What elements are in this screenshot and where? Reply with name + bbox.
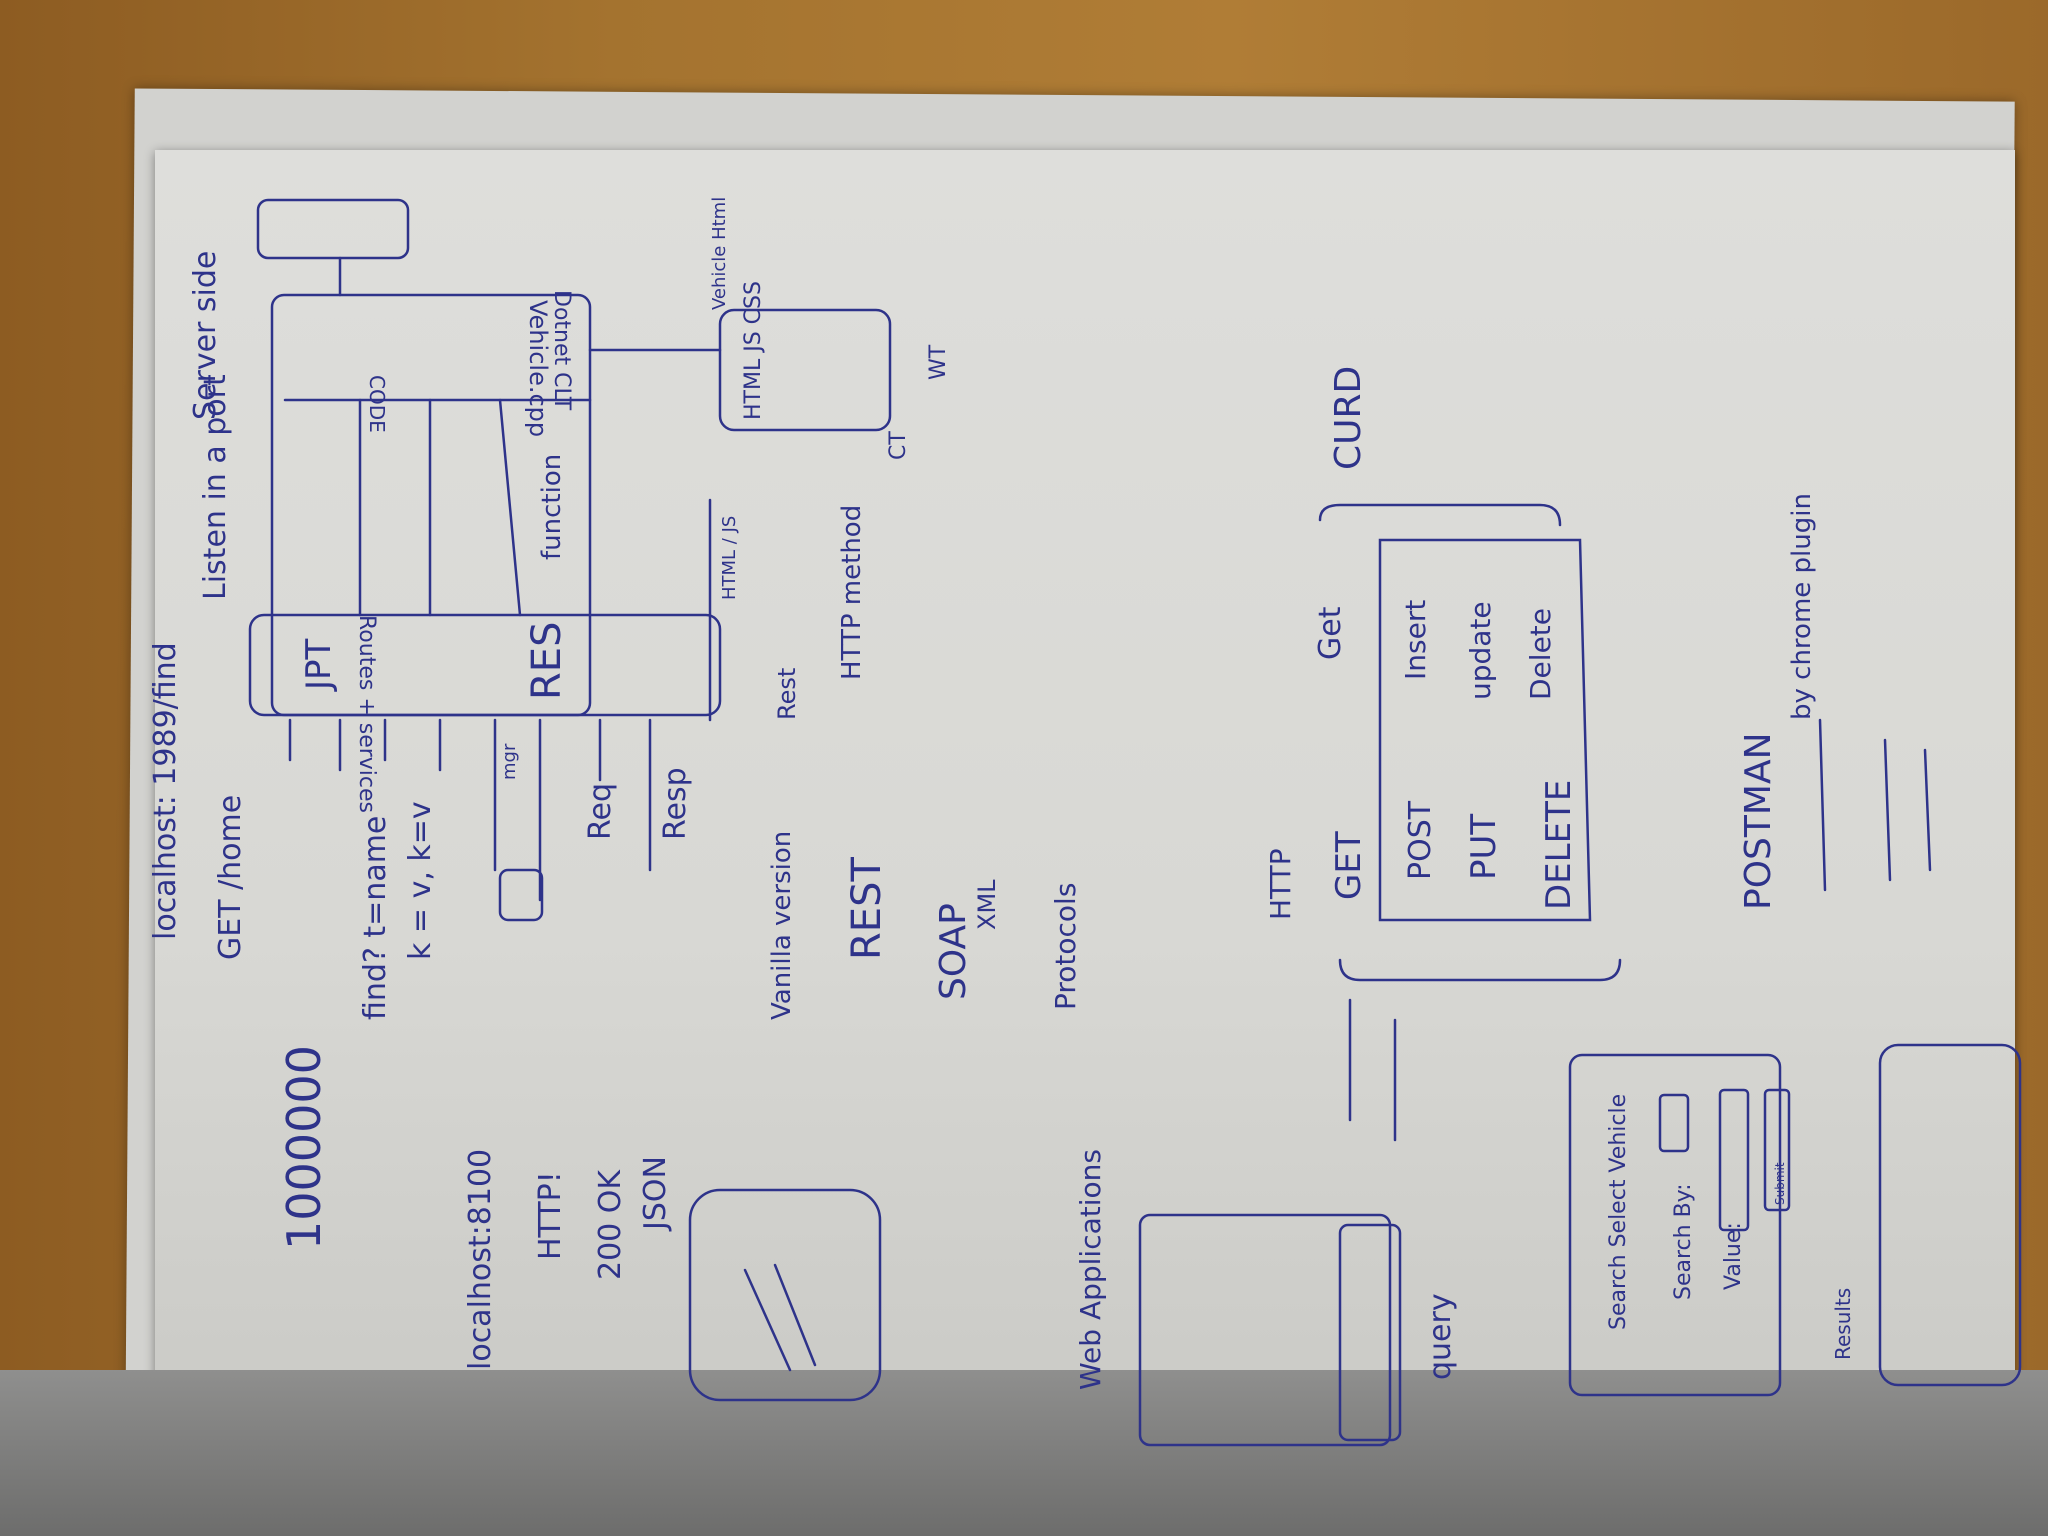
note-update: update — [1464, 601, 1497, 700]
note-vanilla: Vanilla version — [767, 831, 797, 1020]
client-box-shape — [256, 198, 410, 260]
note-http-2: HTTP — [1264, 848, 1297, 920]
note-find-query: find? t=name — [358, 816, 393, 1020]
note-200-ok: 200 OK — [593, 1169, 628, 1280]
note-function: function — [537, 454, 567, 560]
routes-box-shape — [248, 613, 722, 717]
note-web-apps: Web Applications — [1074, 1149, 1107, 1390]
foreground-shadow — [0, 1370, 2048, 1536]
note-search-title: Search Select Vehicle — [1606, 1094, 1631, 1330]
screen-sketch-shape — [688, 1188, 882, 1402]
note-mgr: mgr — [499, 743, 520, 780]
note-put: PUT — [1464, 814, 1504, 880]
note-json: JSON — [638, 1156, 673, 1232]
note-curd: CURD — [1328, 366, 1369, 470]
note-browser-label: Vehicle Html — [709, 197, 730, 310]
note-get: GET — [1329, 831, 1369, 900]
note-xml: XML — [973, 879, 1001, 930]
note-delete: DELETE — [1539, 780, 1579, 910]
results-mock-shape — [1878, 1043, 2022, 1387]
note-results: Results — [1831, 1288, 1855, 1360]
browser-box-shape — [718, 308, 892, 432]
note-localhost: localhost:8100 — [463, 1149, 498, 1370]
note-million: 1000000 — [277, 1045, 331, 1250]
paper-sheet — [155, 150, 2015, 1460]
note-protocols: Protocols — [1049, 883, 1082, 1010]
note-value: Value: — [1721, 1222, 1746, 1290]
note-dotnet: Dotnet CLT — [549, 290, 574, 411]
note-html-js-css: HTML JS CSS — [741, 281, 766, 420]
note-soap: SOAP — [933, 903, 974, 1000]
note-routes: Routes + services — [354, 615, 379, 813]
webapp-mock-left-shape — [1138, 1213, 1392, 1447]
note-req: Req — [583, 783, 618, 840]
note-rest: REST — [844, 857, 890, 960]
search-mock-shape — [1568, 1053, 1782, 1397]
note-delete-r: Delete — [1524, 608, 1557, 700]
note-wt: WT — [926, 344, 951, 380]
note-key-value: k = v, k=v — [403, 801, 438, 960]
note-res: RES — [524, 622, 570, 700]
note-resp: Resp — [658, 767, 693, 840]
note-insert: Insert — [1399, 600, 1432, 680]
note-get-home: GET /home — [213, 795, 248, 960]
note-ct: CT — [886, 431, 911, 460]
note-query: query — [1423, 1293, 1458, 1380]
note-search-by: Search By: — [1671, 1184, 1696, 1301]
note-get-r: Get — [1313, 606, 1348, 660]
note-jpt: JPT — [299, 638, 339, 692]
note-postman: POSTMAN — [1738, 732, 1779, 910]
note-code: CODE — [365, 375, 389, 433]
note-top-url: localhost: 1989/find — [148, 642, 183, 940]
note-vehicle: Vehicle.cpp — [524, 300, 552, 437]
note-server-side: Server side — [188, 251, 223, 420]
note-submit: Submit — [1773, 1162, 1787, 1205]
note-http-method: HTTP method — [837, 505, 867, 680]
note-listen-port: Listen in a port — [198, 374, 233, 600]
note-http: HTTP! — [533, 1171, 568, 1260]
note-post: POST — [1403, 800, 1438, 880]
note-chrome-plugin: by chrome plugin — [1787, 493, 1817, 720]
note-rest-dash: Rest — [773, 668, 801, 720]
note-html-js: HTML / JS — [719, 516, 740, 600]
